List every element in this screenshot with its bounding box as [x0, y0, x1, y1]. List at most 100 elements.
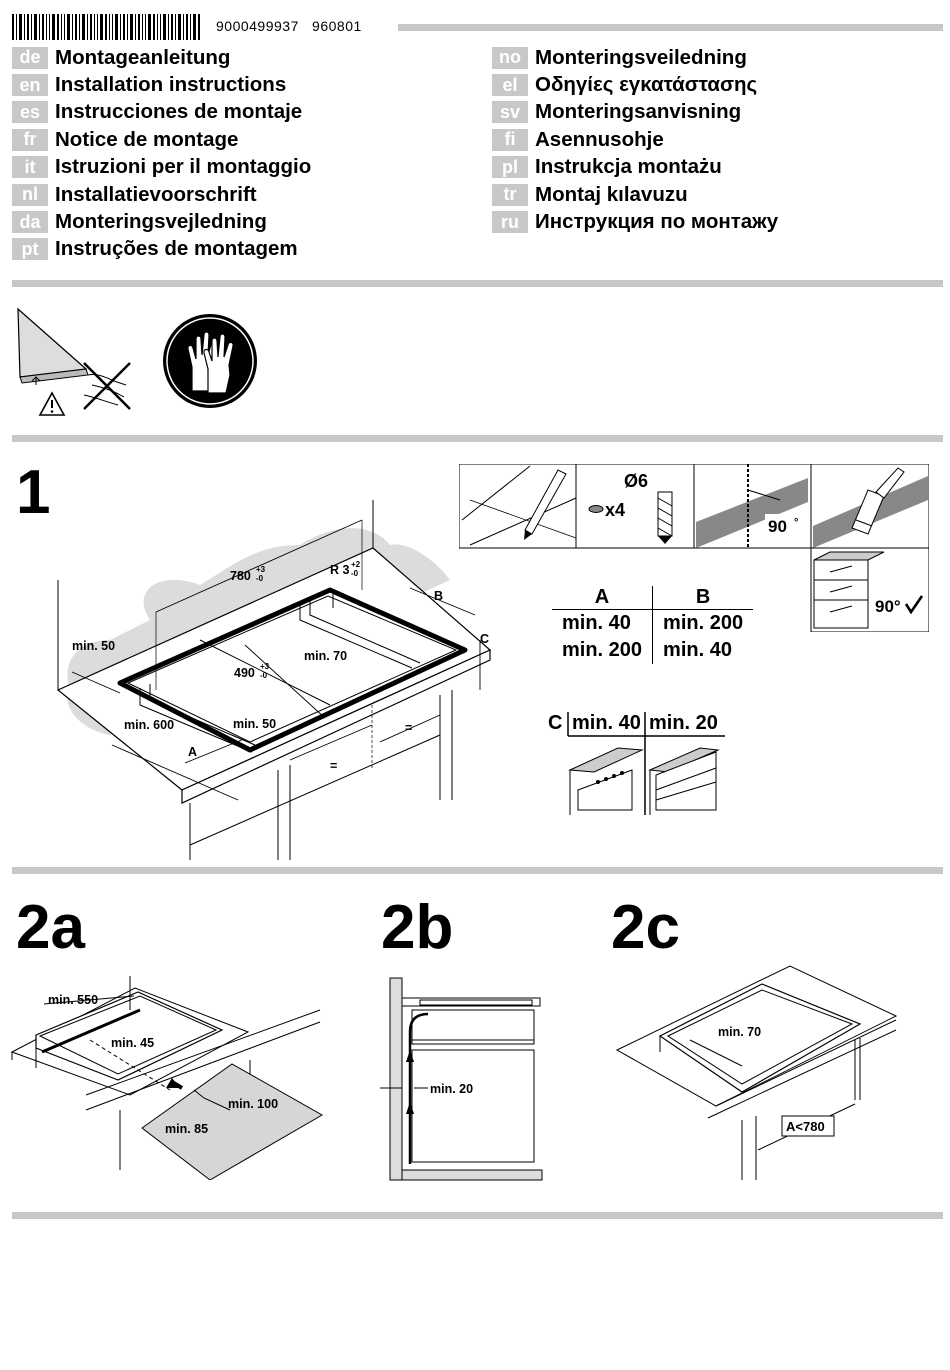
lang-code: es [12, 101, 48, 124]
table-cell: min. 200 [663, 612, 744, 634]
cross-icon [83, 362, 131, 410]
language-row: nl Installatievoorschrift [12, 181, 452, 208]
section-divider [12, 435, 943, 442]
step-number: 2a [16, 893, 85, 962]
table-cell: min. 40 [552, 609, 654, 637]
warning-triangle-icon [38, 391, 66, 416]
col-header-a: A [552, 586, 654, 610]
c-label: C [548, 712, 563, 734]
language-row: fi Asennusohje [492, 126, 932, 153]
doc-number: 9000499937 [216, 18, 299, 34]
dim-radius-tol-bottom: -0 [351, 569, 359, 578]
lang-title: Istruzioni per il montaggio [55, 155, 312, 179]
lang-code: da [12, 211, 48, 234]
gloves-icon [163, 314, 257, 408]
pencil-icon [461, 465, 577, 546]
drill-bit-icon [657, 491, 673, 544]
dim-depth-tol-bottom: -0 [260, 671, 268, 680]
step-number: 1 [16, 458, 51, 527]
lang-title: Installatievoorschrift [55, 182, 257, 206]
oven-cabinet-illustration [568, 747, 644, 815]
dim-depth-tol-top: +3 [260, 662, 270, 671]
section-divider [12, 280, 943, 287]
lang-title: Instrukcja montażu [535, 155, 722, 179]
lang-code: fi [492, 128, 528, 151]
dim-equal-left: = [330, 759, 337, 773]
dim-label-c: C [480, 632, 489, 646]
dim-radius-tol-top: +2 [351, 560, 361, 569]
airflow-path-icon [408, 1012, 429, 1164]
lang-title: Montaj kılavuzu [535, 182, 688, 206]
step-number: 2b [381, 893, 454, 962]
language-row: sv Monteringsanvisning [492, 99, 932, 126]
dim-depth: 490 [234, 666, 255, 680]
side-section-diagram-2b: min. 20 [380, 977, 543, 1181]
lang-title: Monteringsanvisning [535, 100, 742, 124]
lang-code: de [12, 46, 48, 69]
dim-radius: R 3 [330, 563, 350, 577]
table-row: min. 40 min. 200 [552, 609, 753, 637]
lang-code: ru [492, 211, 528, 234]
table-cell: min. 40 [663, 639, 732, 661]
section-divider [12, 867, 943, 874]
dim-min600: min. 600 [124, 718, 174, 732]
dim-min100: min. 100 [228, 1097, 278, 1111]
dim-label-a: A [188, 745, 197, 759]
lang-title: Installation instructions [55, 73, 287, 97]
language-row: pl Instrukcja montażu [492, 154, 932, 181]
lang-code: pl [492, 156, 528, 179]
dim-min50-left: min. 50 [72, 639, 115, 653]
language-row: it Istruzioni per il montaggio [12, 154, 452, 181]
lang-code: no [492, 46, 528, 69]
hole-icon [588, 505, 604, 513]
lang-title: Monteringsveiledning [535, 45, 747, 69]
dim-min70-2c: min. 70 [718, 1025, 761, 1039]
dim-a-limit: A<780 [786, 1119, 825, 1134]
angle-90-saw: 90 [768, 517, 787, 536]
document-number: 9000499937 960801 [216, 18, 362, 34]
holes-count: x4 [605, 500, 625, 520]
lang-code: it [12, 156, 48, 179]
dim-width-tol-bottom: -0 [256, 574, 264, 583]
cutout-dimensions-diagram: 780 +3 -0 R 3 +2 -0 B C min. 50 min. 70 … [56, 500, 492, 860]
lang-title: Instruções de montagem [55, 237, 298, 261]
step-number: 2c [611, 893, 680, 962]
lang-code: nl [12, 183, 48, 206]
lang-title: Οδηγίες εγκατάστασης [535, 73, 758, 97]
dim-equal-right: = [405, 721, 412, 735]
language-row: no Monteringsveiledning [492, 44, 932, 71]
dim-label-b: B [434, 589, 443, 603]
drawer-cabinet-illustration [648, 747, 720, 815]
tool-steps-strip: Ø6 x4 90 ° 90° [459, 464, 929, 632]
dim-min85: min. 85 [165, 1122, 208, 1136]
ventilation-clearance-diagram-2a: min. 550 min. 45 min. 100 min. 85 [10, 976, 324, 1180]
dim-min45: min. 45 [111, 1036, 154, 1050]
angle-90-check: 90° [875, 597, 901, 616]
dim-min550: min. 550 [48, 993, 98, 1007]
lang-title: Asennusohje [535, 127, 664, 151]
dim-width: 780 [230, 569, 251, 583]
header-bar [398, 24, 943, 31]
angle-degree: ° [794, 517, 798, 529]
dim-min50-front: min. 50 [233, 717, 276, 731]
brush-icon [851, 467, 905, 535]
lang-title: Montageanleitung [55, 45, 231, 69]
col-header-b: B [652, 586, 754, 610]
c-min40: min. 40 [572, 712, 641, 734]
lang-code: fr [12, 128, 48, 151]
section-divider [12, 1212, 943, 1219]
svg-text:780: 780 [230, 569, 251, 583]
lang-code: sv [492, 101, 528, 124]
no-lift-by-edge-illustration [17, 307, 131, 416]
drawer-clearance-diagram-2c: A<780 min. 70 [615, 965, 898, 1180]
